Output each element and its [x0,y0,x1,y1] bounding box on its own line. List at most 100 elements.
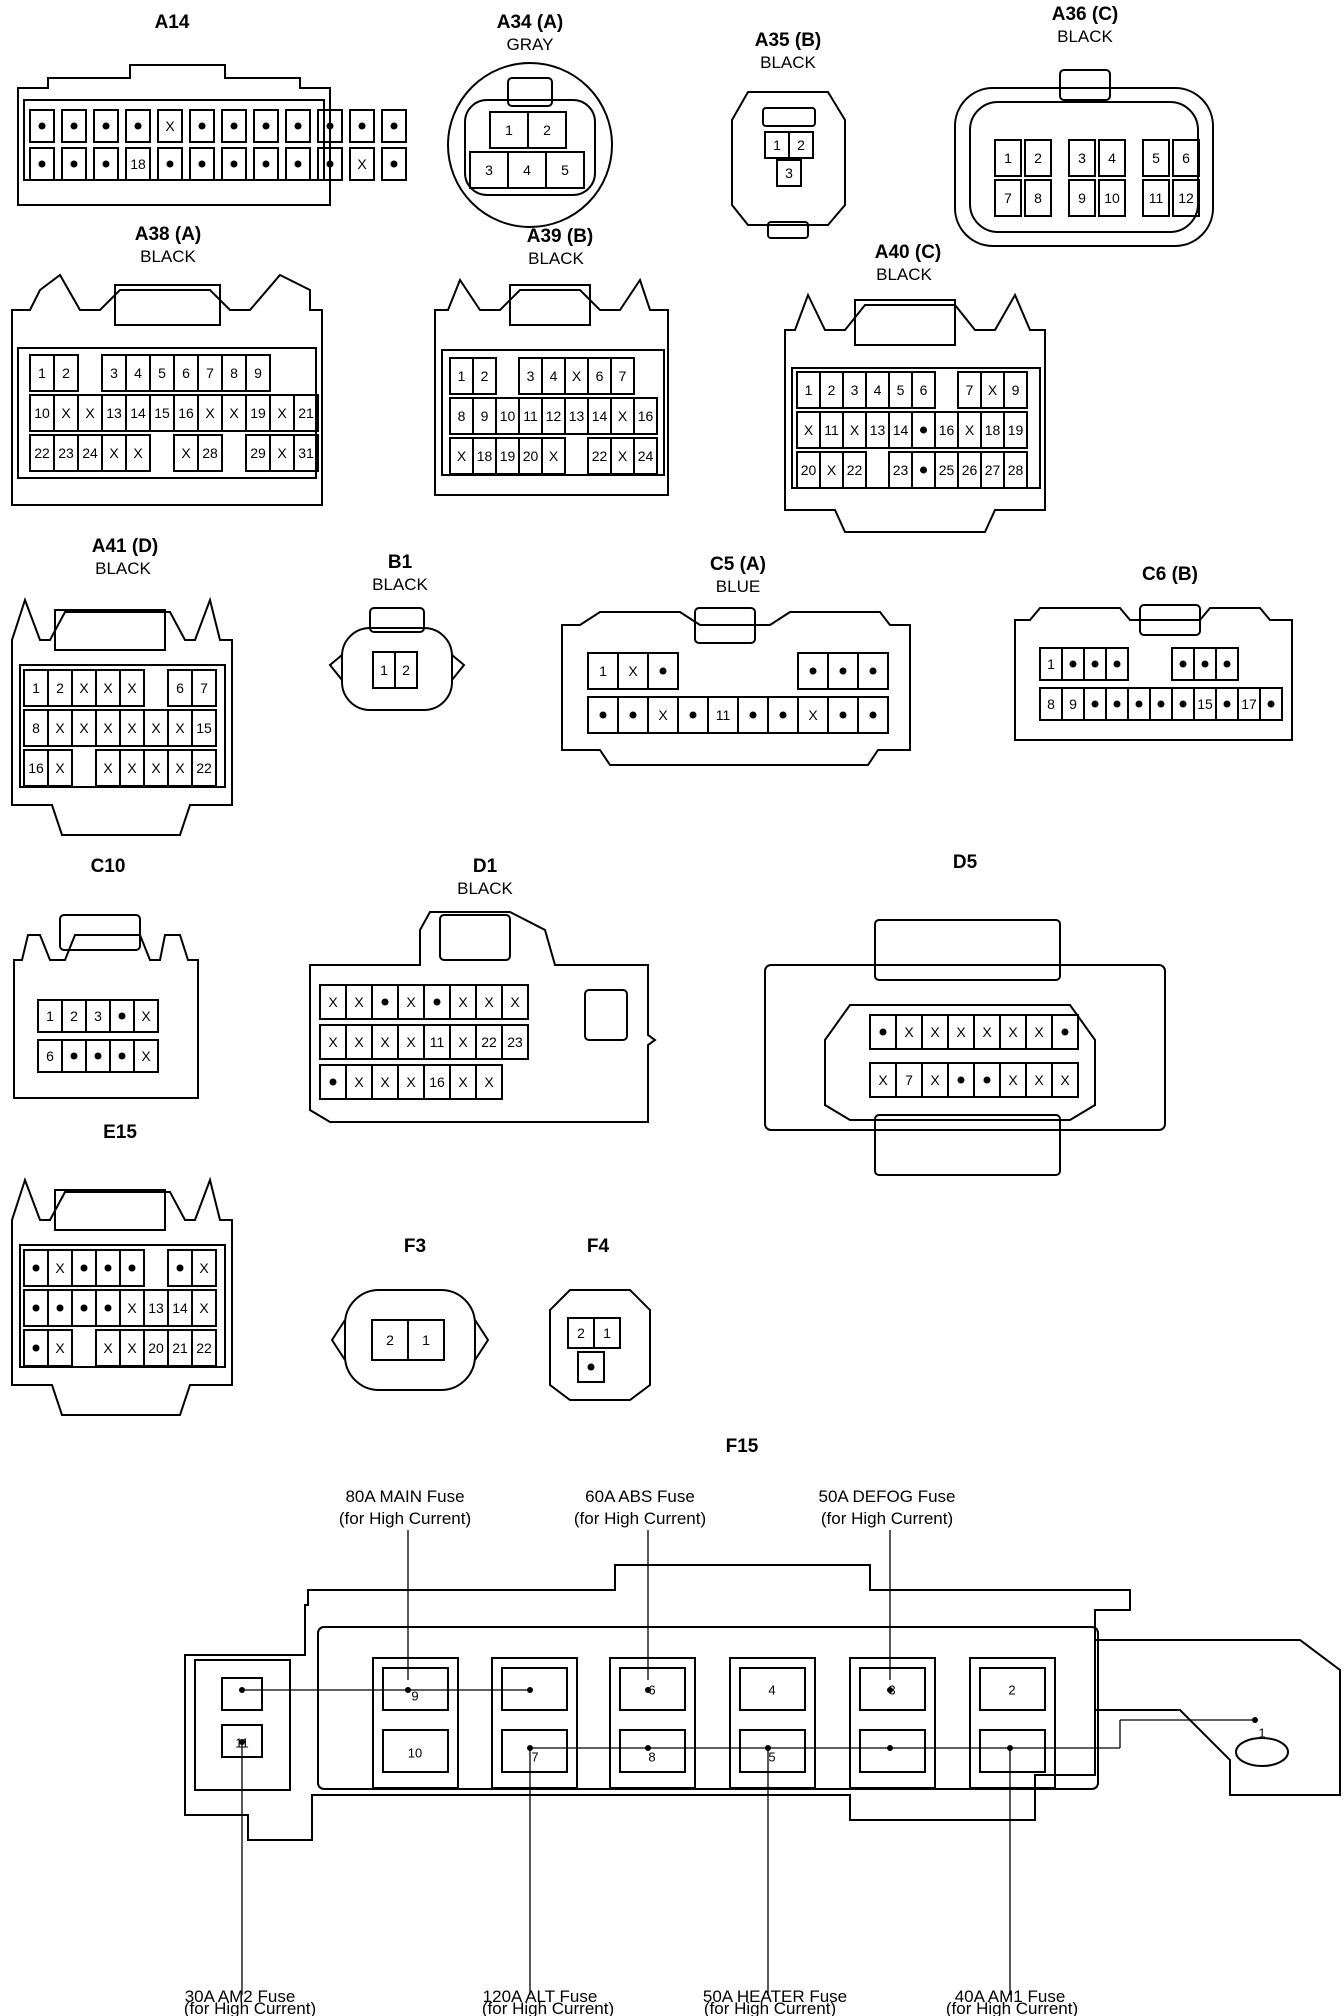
pin-unused-mark: X [277,405,287,421]
pin-unused-mark: X [380,1034,390,1050]
pin-cell [119,669,145,707]
pin-cell [381,109,407,143]
pin-cell [1068,139,1096,177]
pin-number: 16 [429,1074,445,1090]
pin-number: 13 [106,405,122,421]
pin-cell [1172,139,1200,177]
pin-unused-mark: X [79,720,89,736]
pin-number: 2 [386,1332,394,1348]
pin-unused-mark: X [354,994,364,1010]
pin-filled-dot [1223,660,1231,668]
pin-filled-dot [70,122,78,130]
pin-number: 24 [82,445,98,461]
pin-filled-dot [390,160,398,168]
connector-b1-label: B1 [388,552,413,573]
pin-filled-dot [118,1052,126,1060]
pin-cell [1098,179,1126,217]
pin-number: 11 [716,707,731,723]
pin-filled-dot [128,1264,136,1272]
pin-filled-dot [1157,700,1165,708]
pin-number: 2 [797,137,805,153]
pin-number: 11 [1149,190,1164,206]
pin-number: 16 [178,405,194,421]
pin-cell [577,1351,605,1383]
pin-cell [133,1039,159,1073]
pin-number: 21 [298,405,314,421]
pin-filled-dot [689,711,697,719]
pin-unused-mark: X [141,1048,151,1064]
pin-unused-mark: X [55,760,65,776]
pin-filled-dot [326,160,334,168]
pin-number: 3 [94,1008,102,1024]
pin-unused-mark: X [904,1024,914,1040]
connector-a36-color: BLACK [1057,27,1113,46]
pin-number: 10 [34,405,50,421]
pin-unused-mark: X [199,1300,209,1316]
pin-number: 3 [785,165,793,181]
connector-d1-label: D1 [473,856,498,877]
pin-filled-dot [433,998,441,1006]
pin-filled-dot [659,667,667,675]
connector-a35-color: BLACK [760,53,816,72]
pin-cell [1024,139,1052,177]
pin-number: 19 [500,448,516,464]
pin-number: 14 [130,405,146,421]
pin-filled-dot [32,1304,40,1312]
pin-unused-mark: X [127,1300,137,1316]
pin-unused-mark: X [930,1024,940,1040]
pin-unused-mark: X [141,1008,151,1024]
pin-number: 1 [1047,656,1055,672]
pin-number: 23 [507,1034,523,1050]
pin-cell [647,652,679,690]
pin-cell [93,109,119,143]
pin-number: 7 [966,382,974,398]
pin-filled-dot [326,122,334,130]
pin-unused-mark: X [61,405,71,421]
pin-cell [61,109,87,143]
pin-number: 4 [523,162,531,178]
pin-unused-mark: X [618,408,628,424]
pin-number: 1 [805,382,813,398]
pin-cell [349,109,375,143]
pin-filled-dot [390,122,398,130]
pin-cell [29,147,55,181]
pin-number: 4 [550,368,558,384]
pin-unused-mark: X [328,1034,338,1050]
connector-c5-color: BLUE [716,577,760,596]
pin-number: 1 [422,1332,430,1348]
pin-number: 12 [546,408,562,424]
pin-filled-dot [166,160,174,168]
pin-filled-dot [176,1264,184,1272]
pin-cell [842,451,867,489]
pin-number: 1 [773,137,781,153]
pin-cell [1068,179,1096,217]
pin-unused-mark: X [458,1034,468,1050]
pin-filled-dot [1113,660,1121,668]
pin-cell [125,147,151,181]
pin-number: 6 [596,368,604,384]
pin-cell [197,434,223,472]
pin-number: 1 [38,365,46,381]
fuse-note-am1: (for High Current) [946,1999,1078,2016]
fuse-terminal-4: 4 [768,1683,775,1698]
pin-number: 5 [897,382,905,398]
pin-cell [133,999,159,1033]
pin-number: 2 [828,382,836,398]
pin-cell [157,147,183,181]
pin-filled-dot [1267,700,1275,708]
pin-cell [191,709,217,747]
pin-number: 8 [32,720,40,736]
fuse-box-f15: F15 80A MAIN Fuse (for High Current) 60A… [184,1436,1341,2016]
pin-unused-mark: X [199,1260,209,1276]
pin-cell [1142,139,1170,177]
pin-number: 22 [592,448,608,464]
pin-filled-dot [230,160,238,168]
pin-unused-mark: X [229,405,239,421]
